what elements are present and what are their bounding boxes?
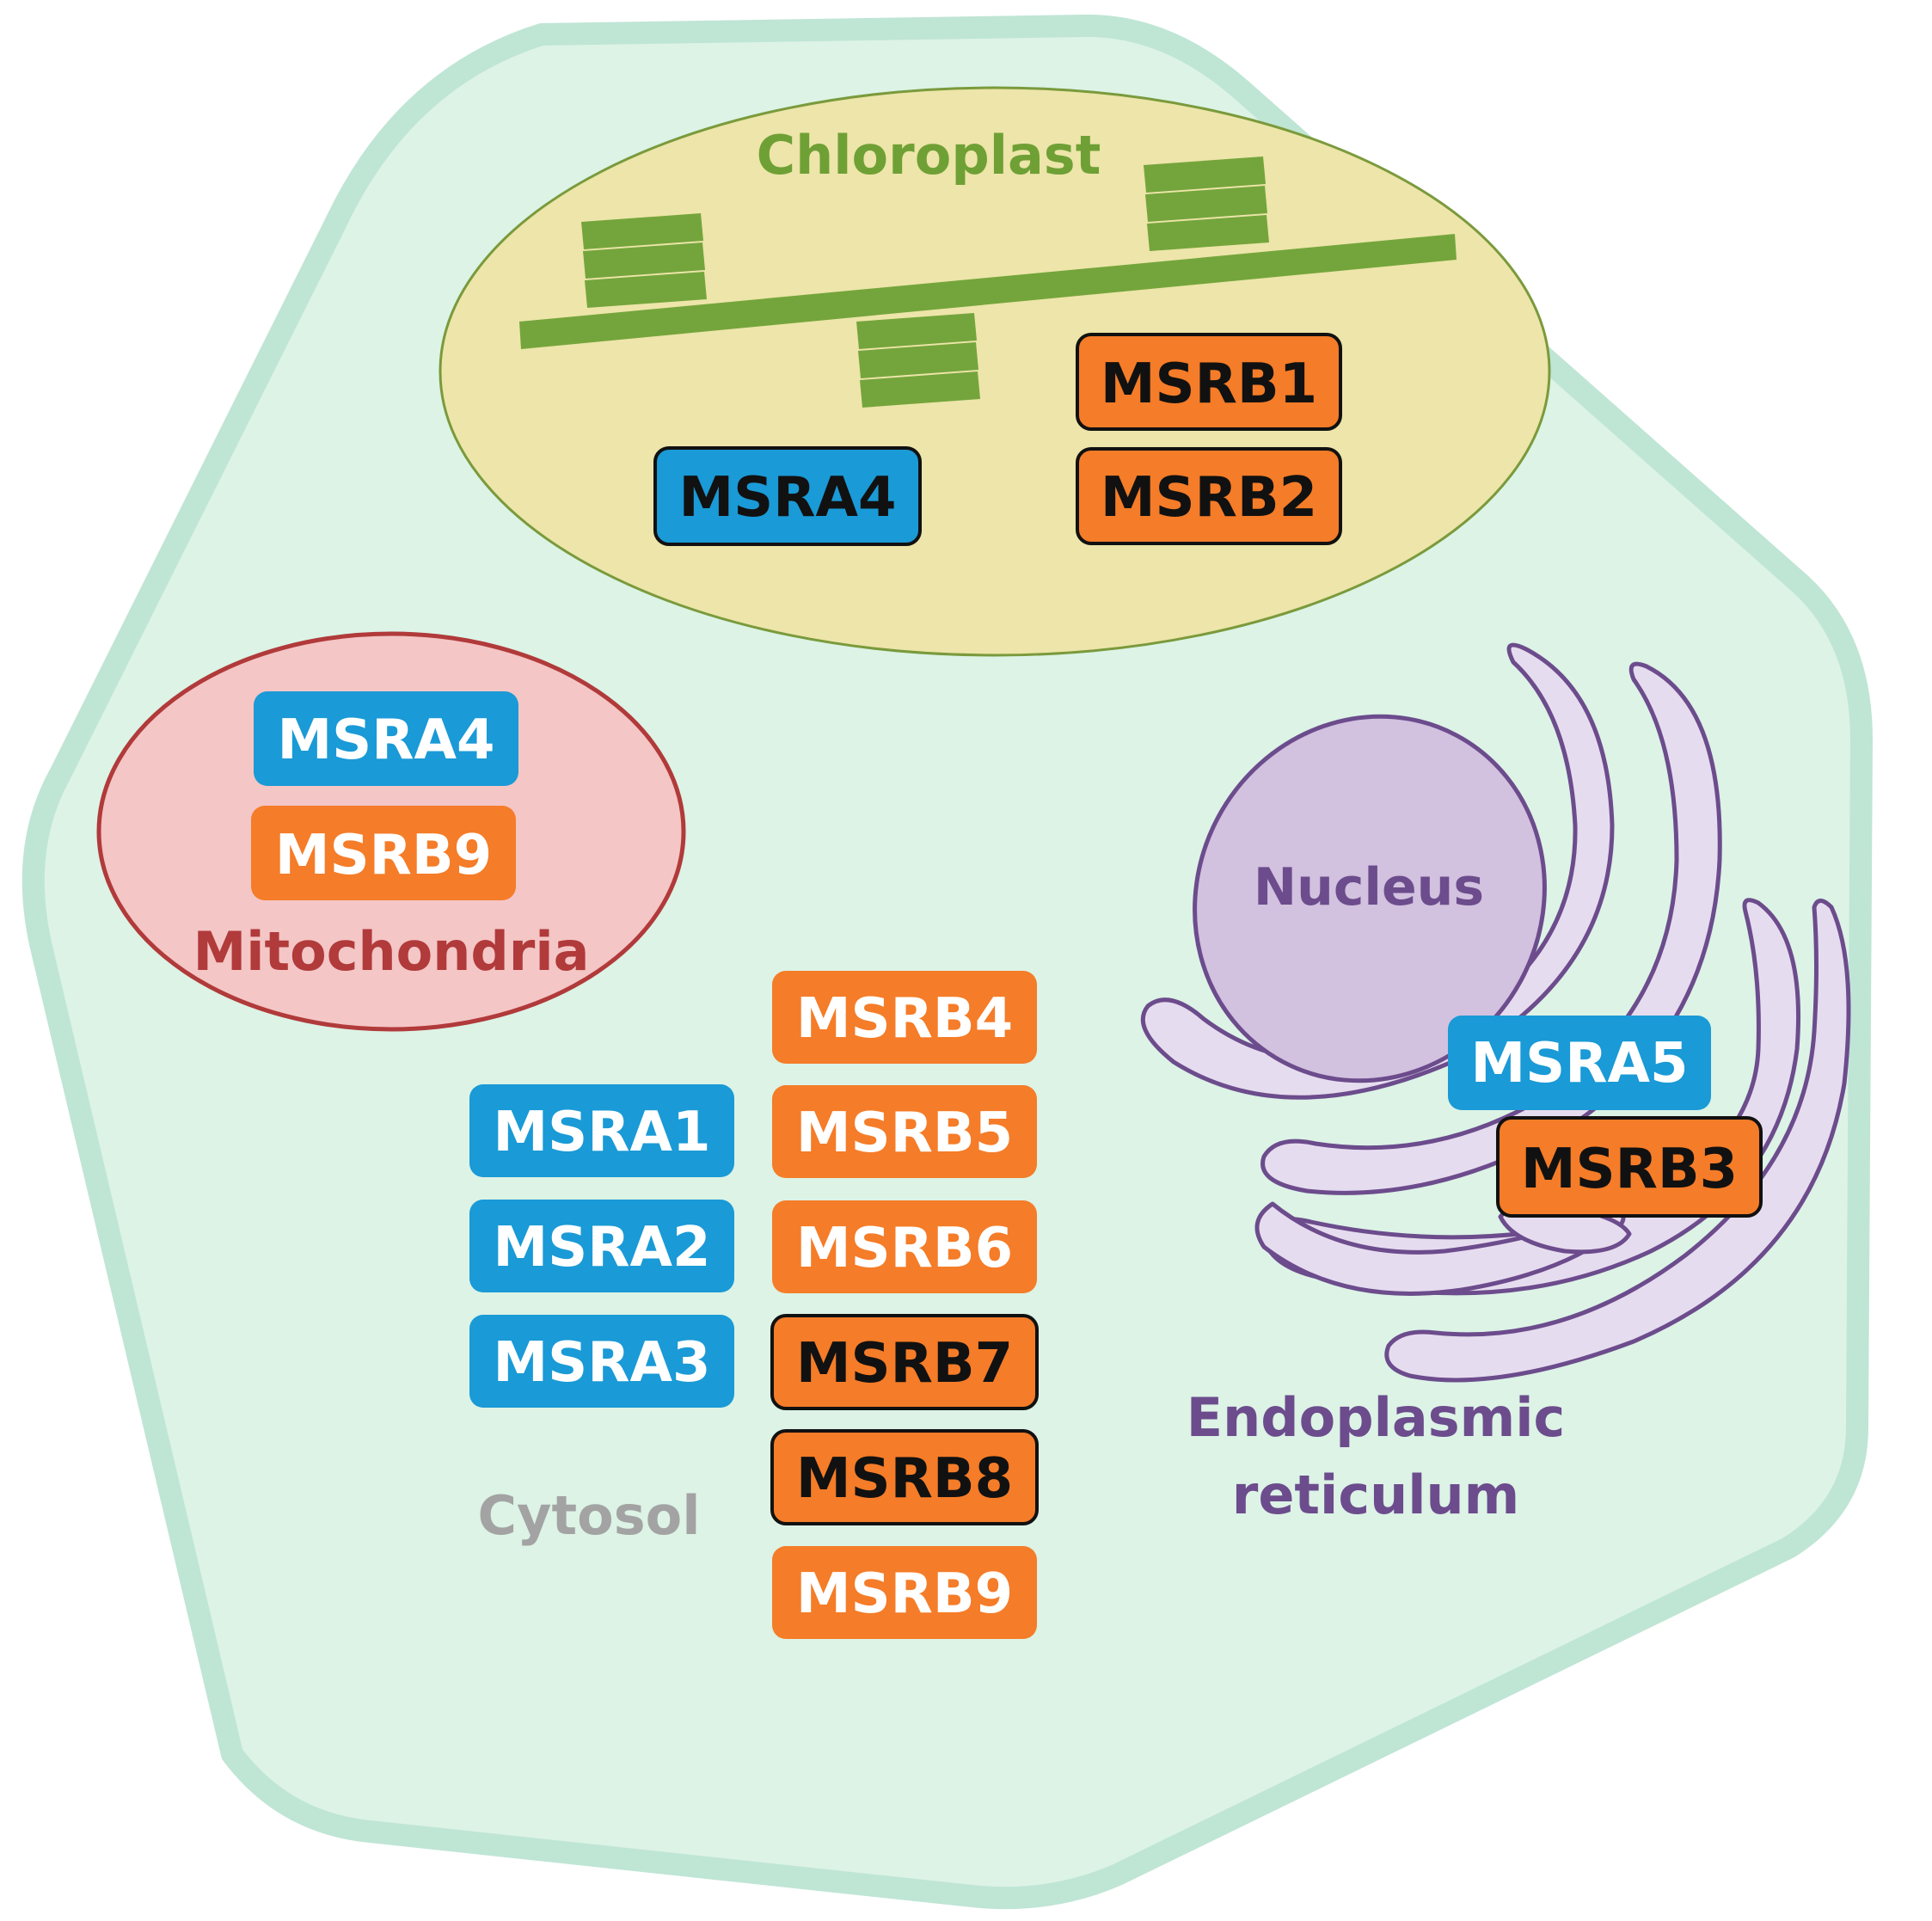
er-cisterna-4 [1384,899,1851,1383]
protein-label-msrb1-chloroplast: MSRB1 [1101,353,1317,416]
protein-label-msrb7-cytosol: MSRB7 [796,1332,1013,1396]
er-label-line1: Endoplasmic [1187,1386,1565,1449]
protein-box-msrb9-mitochondria [251,806,516,900]
protein-box-msrb2-chloroplast [1076,447,1342,545]
protein-label-msrb8-cytosol: MSRB8 [796,1447,1013,1511]
protein-box-msra5-er [1448,1016,1711,1110]
protein-box-msra4-chloroplast [653,446,922,546]
protein-box-msra1-cytosol [469,1084,734,1177]
protein-box-msrb8-cytosol [770,1429,1039,1525]
cytosol-msrb-column: MSRB4 MSRB5 MSRB6 MSRB7 MSRB8 MSRB9 [770,971,1039,1639]
protein-label-msra1-cytosol: MSRA1 [493,1101,710,1164]
er-label-line2: reticulum [1232,1464,1519,1526]
protein-label-msra5-er: MSRA5 [1470,1032,1688,1096]
protein-box-msra4-mitochondria [254,691,518,786]
protein-label-msrb6-cytosol: MSRB6 [796,1217,1013,1280]
cytosol-msra-column: MSRA1 MSRA2 MSRA3 [469,1084,734,1408]
chloroplast: Chloroplast MSRA4 MSRB1 MSRB2 [439,86,1551,657]
protein-label-msrb9-mitochondria: MSRB9 [275,824,492,887]
protein-box-msrb5-cytosol [772,1085,1037,1178]
mitochondria: MSRA4 MSRB9 Mitochondria [96,631,686,1032]
protein-box-msrb4-cytosol [772,971,1037,1064]
protein-box-msrb7-cytosol [770,1314,1039,1410]
protein-label-msrb9-cytosol: MSRB9 [796,1562,1013,1626]
protein-box-msrb3-er [1496,1116,1763,1218]
cytosol-label: Cytosol [478,1484,701,1547]
granum-middle [856,313,980,408]
protein-label-msra4-chloroplast: MSRA4 [678,466,896,530]
mitochondria-label: Mitochondria [193,920,590,983]
nucleus [1193,714,1547,1083]
granum-right [1144,157,1269,251]
protein-label-msrb5-cytosol: MSRB5 [796,1102,1013,1165]
protein-label-msrb4-cytosol: MSRB4 [796,987,1013,1051]
thylakoid-lamella [519,234,1457,349]
er-cisterna-1 [1140,642,1615,1100]
protein-label-msrb3-er: MSRB3 [1521,1138,1738,1201]
chloroplast-label: Chloroplast [757,124,1101,187]
protein-label-msrb2-chloroplast: MSRB2 [1101,466,1317,530]
protein-label-msra4-mitochondria: MSRA4 [277,709,494,772]
granum-left [581,213,707,308]
protein-box-msra3-cytosol [469,1315,734,1408]
protein-label-msra2-cytosol: MSRA2 [493,1216,710,1280]
nucleus-label: Nucleus [1254,857,1484,918]
protein-box-msra2-cytosol [469,1200,734,1292]
protein-label-msra3-cytosol: MSRA3 [493,1331,710,1395]
protein-box-msrb6-cytosol [772,1200,1037,1293]
protein-box-msrb9-cytosol [772,1546,1037,1639]
protein-box-msrb1-chloroplast [1076,333,1342,431]
